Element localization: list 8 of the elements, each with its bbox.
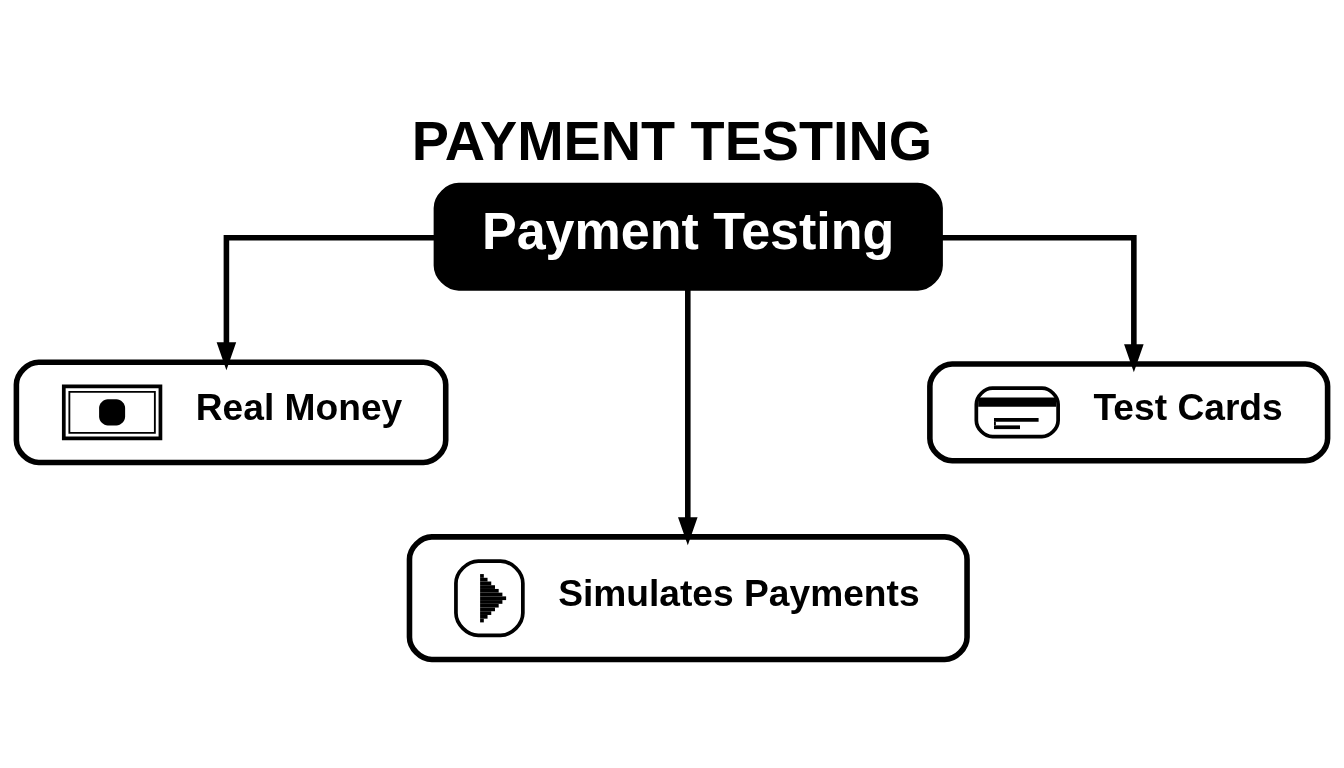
arrow bbox=[678, 288, 698, 545]
arrow bbox=[216, 234, 437, 370]
arrow bbox=[940, 234, 1144, 372]
node-box: Simulates Payments bbox=[406, 533, 970, 662]
diagram-title: PAYMENT TESTING bbox=[411, 109, 933, 172]
node-box: Payment Testing bbox=[433, 182, 943, 291]
node-box: Real Money bbox=[13, 358, 449, 465]
node-box: Test Cards bbox=[927, 360, 1331, 463]
